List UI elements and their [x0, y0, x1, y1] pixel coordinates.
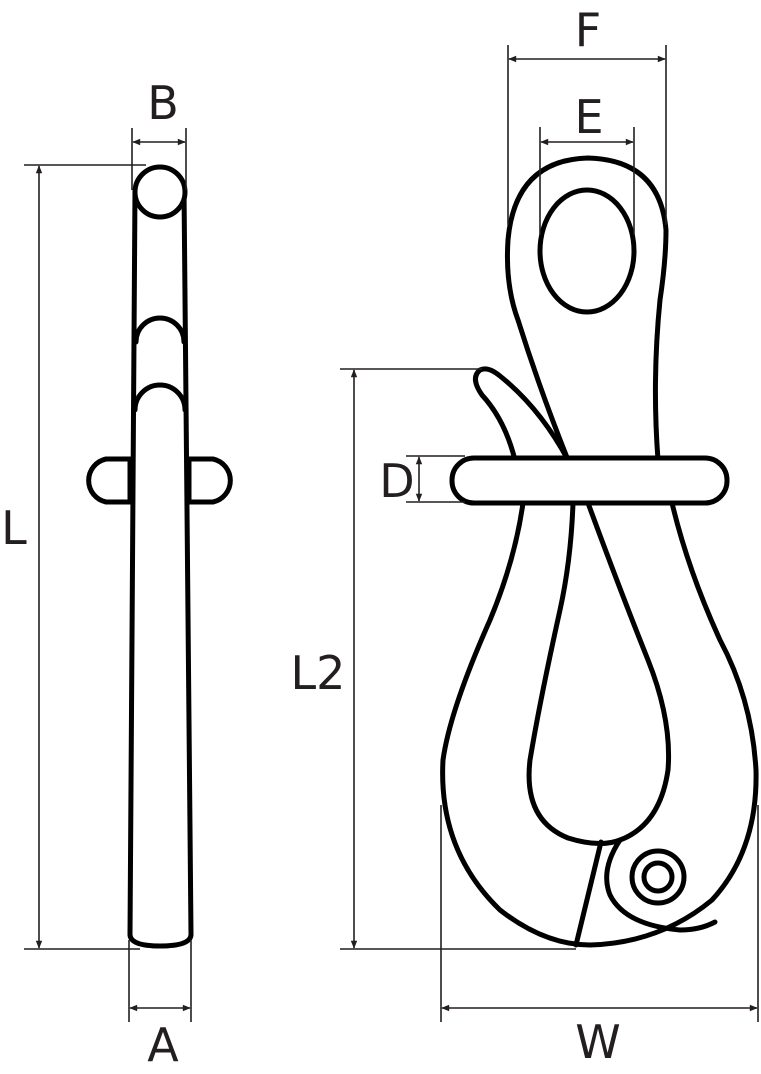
dimension-label-w: W — [575, 1015, 621, 1069]
eye-outer — [504, 155, 669, 463]
side-pin — [86, 456, 133, 505]
dimension-label-l: L — [1, 501, 27, 555]
front-view — [440, 155, 759, 948]
side-eye-circle — [132, 164, 188, 220]
pivot-outer — [629, 848, 687, 906]
latch-arm — [473, 366, 571, 463]
eye-hole — [537, 187, 637, 315]
dimension-label-a: A — [147, 1018, 179, 1072]
release-pin — [449, 455, 730, 506]
side-body — [127, 187, 194, 949]
hook-throat — [526, 500, 672, 846]
dimension-label-b: B — [147, 76, 179, 130]
side-pin-right — [186, 456, 233, 505]
dimension-label-d: D — [379, 454, 415, 508]
side-view — [86, 164, 233, 949]
side-latch-arc — [133, 315, 187, 345]
pivot-inner — [641, 860, 675, 894]
dimension-label-e: E — [574, 90, 604, 144]
hook-gate-lobe — [604, 837, 718, 933]
hook-gate-line — [573, 839, 604, 948]
dimension-label-l2: L2 — [290, 646, 346, 700]
dimension-lines — [24, 45, 759, 1022]
hook-body-outer — [440, 500, 759, 948]
side-inner-arc — [132, 382, 188, 413]
dimension-label-f: F — [574, 3, 602, 57]
